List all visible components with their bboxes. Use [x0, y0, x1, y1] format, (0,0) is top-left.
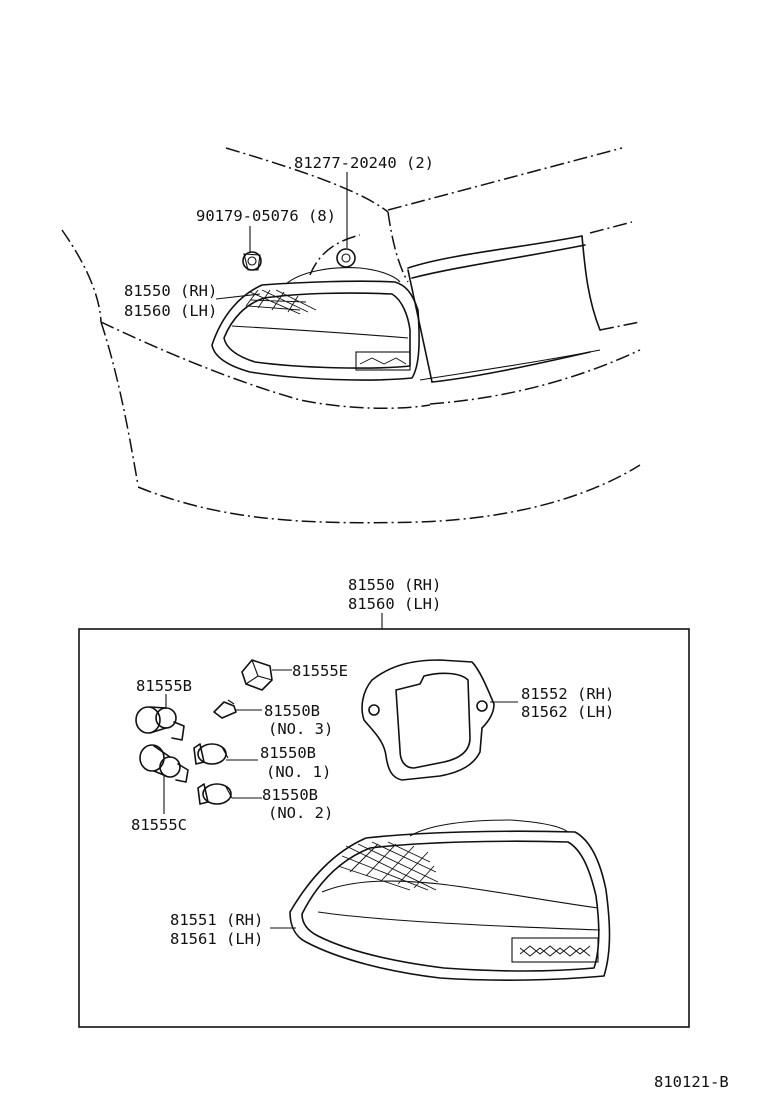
trunk-garnish: [407, 235, 601, 383]
gasket-lh-label: 81562 (LH): [521, 703, 614, 721]
socket-c-label: 81555C: [131, 816, 187, 834]
socket-81555b: [135, 706, 185, 741]
bulb-no2-note: (NO. 2): [268, 804, 333, 822]
gasket-81552: [361, 659, 495, 781]
lens-rh-label: 81551 (RH): [170, 911, 263, 929]
nut-90179: [242, 251, 262, 271]
socket-81555e: [241, 659, 273, 691]
lamp-lh-label: 81560 (LH): [124, 302, 217, 320]
lamp-rh-label: 81550 (RH): [124, 282, 217, 300]
bulb-no1-note: (NO. 1): [266, 763, 331, 781]
figure-number: 810121-B: [654, 1073, 729, 1091]
bulb-no3-part: 81550B: [264, 702, 320, 720]
clip-81277: [336, 248, 356, 268]
clip-part-label: 81277-20240 (2): [294, 154, 434, 172]
socket-e-label: 81555E: [292, 662, 348, 680]
gasket-rh-label: 81552 (RH): [521, 685, 614, 703]
socket-b-label: 81555B: [136, 677, 192, 695]
bulb-no1: [193, 743, 229, 765]
leader-lamp-top: [215, 293, 261, 300]
detail-frame: [78, 628, 690, 1028]
bulb-no2: [197, 783, 233, 805]
nut-part-label: 90179-05076 (8): [196, 207, 336, 225]
assembly-lh-label: 81560 (LH): [348, 595, 441, 613]
assembly-rh-label: 81550 (RH): [348, 576, 441, 594]
bulb-no2-part: 81550B: [262, 786, 318, 804]
bulb-no3-note: (NO. 3): [268, 720, 333, 738]
lens-lh-label: 81561 (LH): [170, 930, 263, 948]
socket-81555c: [139, 744, 189, 783]
tail-lamp-top-view: [211, 267, 420, 381]
bulb-no3: [213, 699, 237, 719]
lens-81551: [289, 819, 611, 981]
vehicle-body-outline: [61, 147, 641, 524]
bulb-no1-part: 81550B: [260, 744, 316, 762]
